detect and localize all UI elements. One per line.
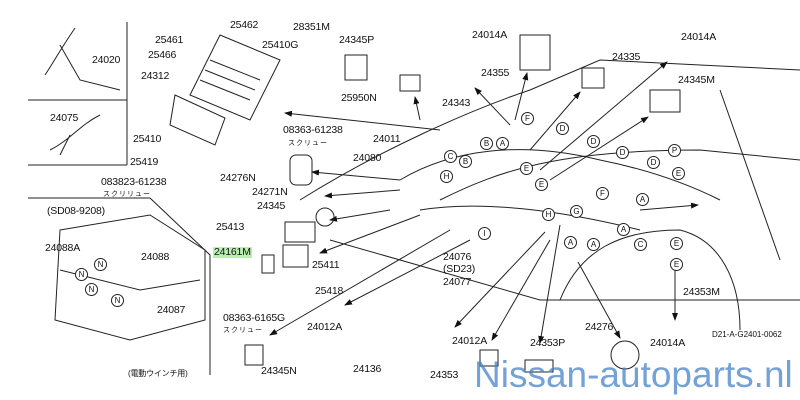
connector-marker-d: D (587, 135, 600, 148)
grommet-24276 (610, 340, 640, 370)
part-label: 08363-6165G (223, 312, 286, 324)
part-label: 24020 (92, 54, 121, 66)
connector-marker-a: A (617, 223, 630, 236)
inset-range-label: (SD08-9208) (47, 205, 105, 217)
part-label: 24080 (353, 152, 382, 164)
part-label: 25419 (130, 156, 159, 168)
connector-marker-e: E (535, 178, 548, 191)
connector-marker-f: F (521, 112, 534, 125)
part-label: 24014A (681, 31, 717, 43)
connector-marker-a: A (564, 236, 577, 249)
grommet-24276n (289, 154, 313, 186)
part-label: 24345P (339, 34, 375, 46)
part-label: 25418 (315, 285, 344, 297)
connector-marker-n: N (75, 268, 88, 281)
part-label: 24345N (261, 365, 297, 377)
part-label: 24077 (443, 276, 472, 288)
part-label: 24353 (430, 369, 459, 381)
part-label-highlighted: 24161M (213, 246, 252, 258)
part-label: 24353P (530, 337, 566, 349)
connector-marker-n: N (85, 283, 98, 296)
connector-marker-a: A (587, 238, 600, 251)
part-label: 24276 (585, 321, 614, 333)
connector-marker-d: D (556, 122, 569, 135)
part-label: 08363-61238 (283, 124, 343, 136)
part-label: 24335 (612, 51, 641, 63)
part-label: 25410 (133, 133, 162, 145)
part-label: 24343 (442, 97, 471, 109)
connector-marker-e: E (672, 167, 685, 180)
part-label: 25950N (341, 92, 377, 104)
connector-marker-h: H (542, 208, 555, 221)
part-label: 24076 (443, 251, 472, 263)
connector-marker-e: E (670, 237, 683, 250)
diagram-code: D21-A-G2401-0062 (712, 330, 782, 339)
connector-marker-d: D (616, 146, 629, 159)
part-label: 25411 (312, 259, 340, 271)
connector-marker-a: A (636, 193, 649, 206)
part-label: 24012A (452, 335, 488, 347)
part-label: 24136 (353, 363, 382, 375)
part-label-jp: スクリュー (288, 140, 328, 147)
connector-marker-p: P (668, 144, 681, 157)
part-label: 24345 (257, 200, 286, 212)
part-label: 24075 (50, 112, 79, 124)
connector-marker-b: B (459, 155, 472, 168)
connector-marker-i: I (478, 227, 491, 240)
part-label: 24011 (373, 133, 401, 145)
connector-marker-n: N (111, 294, 124, 307)
part-label: 24271N (252, 186, 288, 198)
part-label: 25466 (148, 49, 177, 61)
part-label: 25410G (262, 39, 299, 51)
part-label: 24355 (481, 67, 510, 79)
part-label: 25413 (216, 221, 245, 233)
part-label: 083823-61238 (101, 176, 167, 188)
connector-marker-c: C (444, 150, 457, 163)
part-label: 24353M (683, 286, 720, 298)
part-label: 24276N (220, 172, 256, 184)
part-label: 24012A (307, 321, 343, 333)
part-label: 24088 (141, 251, 170, 263)
connector-marker-e: E (670, 258, 683, 271)
connector-marker-b: B (480, 137, 493, 150)
part-label: 24088A (45, 242, 81, 254)
connector-marker-n: N (94, 258, 107, 271)
part-label: 28351M (293, 21, 330, 33)
part-label: 25461 (155, 34, 184, 46)
part-label-jp: スクリリュー (103, 191, 151, 198)
part-label: 24312 (141, 70, 170, 82)
watermark: Nissan-autoparts.nl (474, 354, 793, 395)
part-label: 24087 (157, 304, 186, 316)
part-label: (SD23) (443, 263, 476, 275)
connector-marker-g: G (570, 205, 583, 218)
inset-note: (電動ウインチ用) (128, 369, 188, 378)
part-label: 24345M (678, 74, 715, 86)
part-label: 24014A (650, 337, 686, 349)
part-label: 24014A (472, 29, 508, 41)
part-label: 25462 (230, 19, 259, 31)
connector-marker-e: E (520, 162, 533, 175)
part-label-jp: スクリュー (223, 327, 263, 334)
connector-marker-f: F (596, 187, 609, 200)
connector-marker-a: A (496, 137, 509, 150)
connector-marker-d: D (647, 156, 660, 169)
connector-marker-h: H (440, 170, 453, 183)
connector-marker-c: C (634, 238, 647, 251)
